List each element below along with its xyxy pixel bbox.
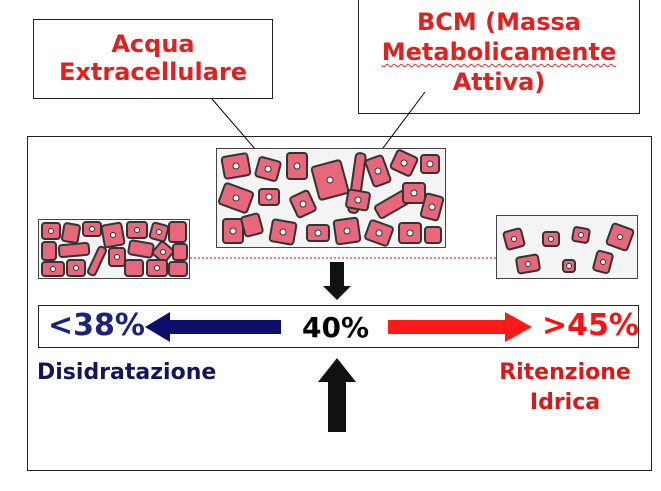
label-bcm-line1: BCM (Massa: [417, 8, 581, 36]
label-disidratazione: Disidratazione: [37, 360, 217, 385]
left-arrow-icon: [145, 312, 281, 342]
label-ritenzione-line2: Idrica: [529, 390, 601, 415]
label-acqua-line1: Acqua: [111, 30, 195, 58]
up-arrow-icon: [318, 358, 356, 432]
percent-normal: 40%: [302, 311, 370, 344]
label-bcm: BCM (Massa Metabolicamente Attiva): [358, 0, 640, 114]
label-bcm-line3: Attiva): [452, 68, 546, 96]
label-acqua-extracellulare: Acqua Extracellulare: [33, 19, 273, 99]
percent-high: >45%: [542, 308, 639, 343]
scale-bar: [38, 305, 639, 348]
percent-low: <38%: [48, 308, 145, 343]
down-arrow-icon: [323, 262, 351, 300]
right-arrow-icon: [388, 312, 532, 342]
tissue-image-center: [216, 148, 446, 248]
label-ritenzione-line1: Ritenzione: [499, 360, 631, 385]
label-acqua-line2: Extracellulare: [59, 58, 247, 86]
label-ritenzione-idrica: Ritenzione Idrica: [480, 358, 650, 418]
tissue-image-left: [38, 219, 190, 279]
tissue-image-right: [496, 215, 638, 279]
label-bcm-line2: Metabolicamente: [381, 38, 617, 66]
callout-line-acqua: [211, 98, 263, 158]
